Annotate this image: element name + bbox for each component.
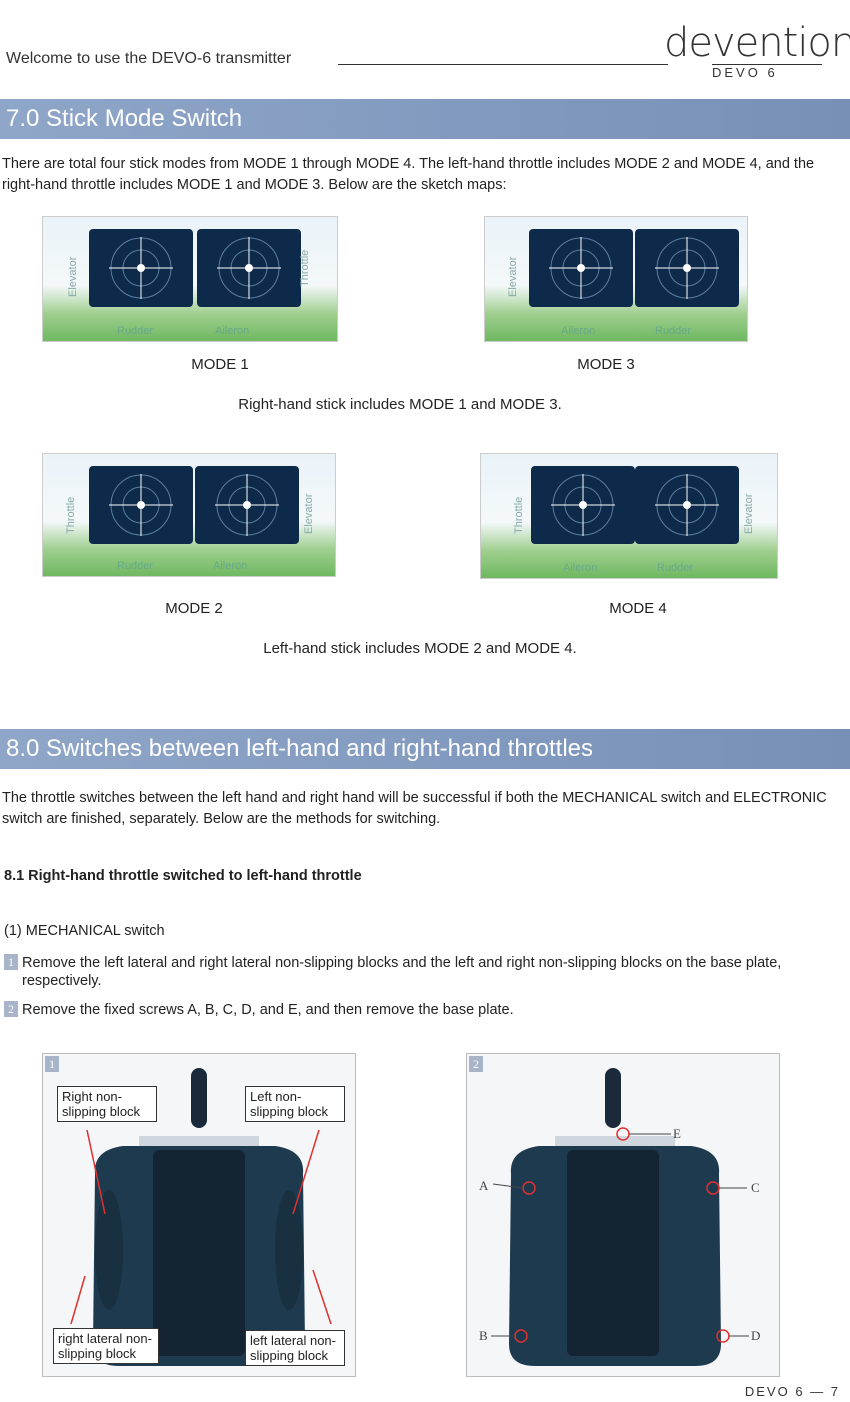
- section-8-title: 8.0 Switches between left-hand and right…: [0, 729, 850, 769]
- callout-left-lateral: left lateral non-slipping block: [245, 1330, 345, 1366]
- brand-logo: devention: [664, 20, 850, 66]
- photo-number: 2: [469, 1056, 483, 1072]
- left-stick-screen: [531, 466, 635, 544]
- mode-2-caption: MODE 2: [165, 600, 223, 617]
- step-text: Remove the left lateral and right latera…: [22, 955, 782, 989]
- left-stick-screen: [89, 466, 193, 544]
- mode-2-left-label: Throttle: [65, 496, 77, 534]
- photo-number: 1: [45, 1056, 59, 1072]
- mode-2-right-label: Elevator: [303, 493, 315, 534]
- page-footer: DEVO 6 — 7: [744, 1384, 840, 1399]
- section-7-intro: There are total four stick modes from MO…: [2, 156, 815, 193]
- header-welcome: Welcome to use the DEVO-6 transmitter: [6, 50, 292, 67]
- mechanical-switch-label: (1) MECHANICAL switch: [4, 923, 165, 939]
- target-icon: [217, 237, 281, 299]
- screw-label-d: D: [751, 1328, 761, 1343]
- arrow-icon: [292, 1129, 320, 1215]
- mode-3-bottom-left: Aileron: [561, 325, 596, 337]
- mode-3-diagram: Elevator Aileron Rudder: [484, 216, 748, 342]
- mode-3-caption: MODE 3: [577, 356, 635, 373]
- mode-4-caption: MODE 4: [609, 600, 667, 617]
- arrow-icon: [86, 1129, 106, 1215]
- mode-2-bottom-right: Aileron: [213, 560, 248, 572]
- target-icon: [109, 237, 173, 299]
- step-text: Remove the fixed screws A, B, C, D, and …: [22, 1002, 514, 1018]
- photo-1-nonslip-blocks: 1 Right non-slipping block Left non-slip…: [42, 1053, 356, 1377]
- right-stick-screen: [635, 466, 739, 544]
- screw-label-b: B: [479, 1328, 488, 1343]
- brand-sub: DEVO 6: [712, 64, 822, 80]
- screw-label-c: C: [751, 1180, 760, 1195]
- subsection-8-1-title: 8.1 Right-hand throttle switched to left…: [4, 868, 362, 884]
- left-hand-note: Left-hand stick includes MODE 2 and MODE…: [263, 640, 577, 657]
- transmitter-back-illustration: [70, 1068, 332, 1366]
- right-stick-screen: [195, 466, 299, 544]
- transmitter-back-illustration: [491, 1068, 749, 1366]
- right-hand-note: Right-hand stick includes MODE 1 and MOD…: [238, 396, 562, 413]
- mode-1-right-label: Throttle: [299, 249, 311, 287]
- screw-label-e: E: [673, 1126, 681, 1141]
- mode-4-diagram: Throttle Elevator Aileron Rudder: [480, 453, 778, 579]
- callout-right-lateral: right lateral non-slipping block: [53, 1328, 159, 1364]
- arrow-icon: [70, 1275, 86, 1325]
- mode-4-bottom-left: Aileron: [563, 562, 598, 574]
- target-icon: [215, 474, 279, 536]
- left-stick-screen: [529, 229, 633, 307]
- target-icon: [549, 237, 613, 299]
- mode-1-left-label: Elevator: [67, 256, 79, 297]
- mode-1-bottom-left: Rudder: [117, 325, 154, 337]
- step-number: 2: [4, 1001, 18, 1017]
- right-stick-screen: [197, 229, 301, 307]
- arrow-icon: [312, 1269, 332, 1325]
- photo-2-screws: 2 A B C D E: [466, 1053, 780, 1377]
- left-stick-screen: [89, 229, 193, 307]
- target-icon: [551, 474, 615, 536]
- right-stick-screen: [635, 229, 739, 307]
- mode-1-caption: MODE 1: [191, 356, 249, 373]
- callout-right-nonslip: Right non-slipping block: [57, 1086, 157, 1122]
- mode-4-bottom-right: Rudder: [657, 562, 694, 574]
- header-rule: [338, 64, 668, 65]
- callout-left-nonslip: Left non-slipping block: [245, 1086, 345, 1122]
- screw-label-a: A: [479, 1178, 489, 1193]
- section-7-title: 7.0 Stick Mode Switch: [0, 99, 850, 139]
- mode-2-bottom-left: Rudder: [117, 560, 154, 572]
- mode-4-right-label: Elevator: [743, 493, 755, 534]
- step-number: 1: [4, 954, 18, 970]
- mode-4-left-label: Throttle: [513, 496, 525, 534]
- mode-3-bottom-right: Rudder: [655, 325, 692, 337]
- target-icon: [655, 474, 719, 536]
- target-icon: [109, 474, 173, 536]
- target-icon: [655, 237, 719, 299]
- mode-1-bottom-right: Aileron: [215, 325, 250, 337]
- mode-1-diagram: Elevator Throttle Rudder Aileron: [42, 216, 338, 342]
- mode-2-diagram: Throttle Elevator Rudder Aileron: [42, 453, 336, 577]
- section-8-intro: The throttle switches between the left h…: [2, 790, 827, 827]
- mode-3-left-label: Elevator: [507, 256, 519, 297]
